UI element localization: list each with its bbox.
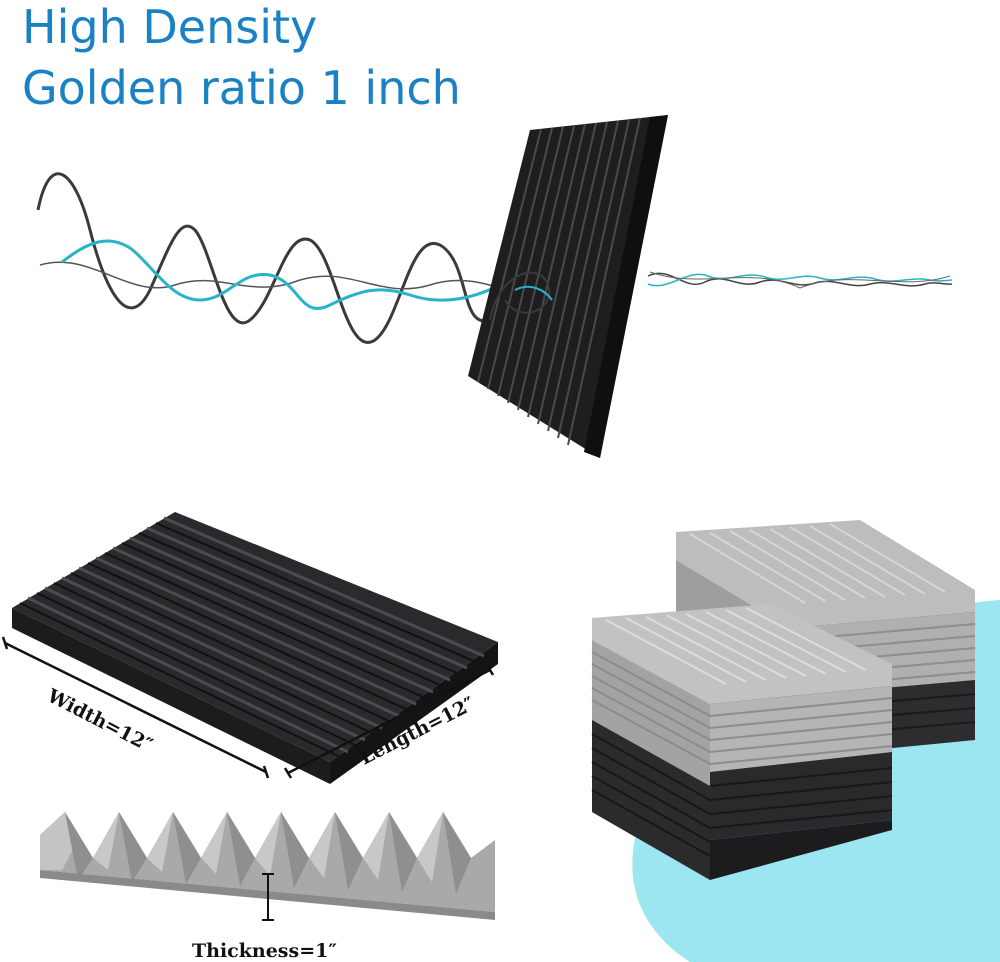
stacked-foam-panels [591, 520, 1000, 962]
incoming-wave-gray [36, 172, 491, 344]
thickness-marker [262, 873, 274, 921]
foam-panel-absorbing [468, 115, 668, 458]
width-dimension [1, 636, 270, 779]
incoming-wave-thin [39, 261, 541, 301]
headline-line-1: High Density [22, 0, 318, 54]
headline-line-2: Golden ratio 1 inch [22, 61, 461, 115]
sound-wave-diagram [36, 115, 953, 458]
black-foam-panel [12, 512, 498, 784]
wave-entering-panel [489, 271, 551, 321]
width-label: Width=12″ [43, 684, 157, 756]
incoming-wave-cyan [61, 239, 556, 310]
thickness-label: Thickness=1″ [192, 940, 337, 962]
length-dimension [283, 664, 495, 779]
